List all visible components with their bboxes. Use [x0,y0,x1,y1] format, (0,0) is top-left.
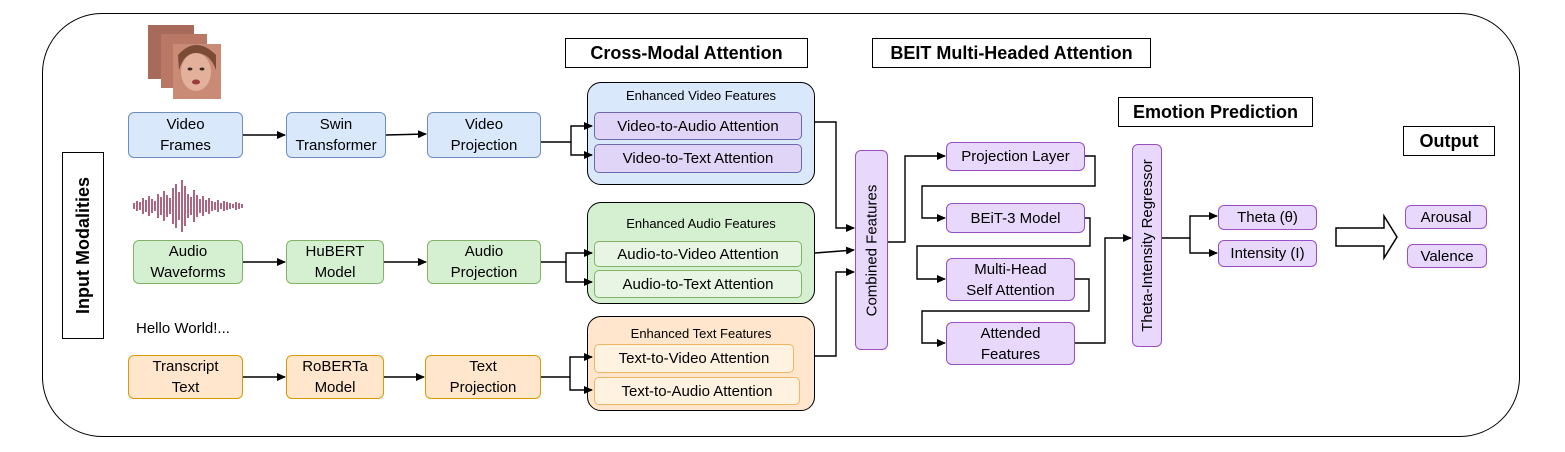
face-photo-stack-icon [148,25,221,99]
hello-world-sample: Hello World!... [136,320,230,337]
arrow-projection-beit3 [921,155,1096,222]
attended-features-box: Attended Features [946,322,1075,365]
theta-intensity-regressor-box: Theta-Intensity Regressor [1132,144,1162,347]
audio-waveforms-label: Audio Waveforms [150,243,226,281]
enhanced-video-features-group: Enhanced Video Features Video-to-Audio A… [587,82,815,185]
intensity-box: Intensity (I) [1218,240,1317,267]
theta-box: Theta (θ) [1218,205,1317,230]
roberta-model-box: RoBERTa Model [286,355,384,399]
video-to-audio-attention: Video-to-Audio Attention [594,112,802,140]
valence-box: Valence [1407,244,1487,268]
arrow-regressor-intensity [1189,238,1218,257]
header-emotion-prediction: Emotion Prediction [1118,97,1313,127]
combined-features-box: Combined Features [855,150,888,350]
header-cross-modal: Cross-Modal Attention [565,38,808,68]
text-to-audio-attention: Text-to-Audio Attention [594,377,800,405]
arrow-mhsa-attended [921,278,1090,347]
arrow-text-combined [815,268,855,357]
roberta-model-label: RoBERTa Model [302,358,368,396]
enhanced-text-features-title: Enhanced Text Features [630,326,772,341]
attended-features-label: Attended Features [980,324,1041,363]
header-beit: BEIT Multi-Headed Attention [872,38,1151,68]
enhanced-audio-features-group: Enhanced Audio Features Audio-to-Video A… [587,202,815,304]
enhanced-video-features-title: Enhanced Video Features [625,88,777,103]
swin-transformer-box: Swin Transformer [286,112,386,158]
multi-head-self-attention-box: Multi-Head Self Attention [946,258,1075,301]
arrow-video-combined [815,121,855,232]
video-projection-box: Video Projection [427,112,541,158]
arrow-text-att1 [541,353,593,378]
arrow-audio-att2 [565,262,593,286]
video-frames-box: Video Frames [128,112,243,158]
hubert-model-box: HuBERT Model [286,240,384,284]
arrow-video-att1 [541,122,593,143]
arrow-text-att2 [569,377,593,394]
arrow-combined-projection [888,152,946,243]
input-modalities-label: Input Modalities [62,152,104,339]
arrow-audio-combined [814,246,855,255]
arrow-attended-regressor [1075,234,1132,344]
text-to-video-attention: Text-to-Video Attention [594,344,794,373]
audio-to-video-attention: Audio-to-Video Attention [594,241,802,267]
arrow-regressor-theta [1162,212,1218,239]
video-projection-label: Video Projection [450,116,518,154]
swin-transformer-label: Swin Transformer [295,116,377,154]
transcript-text-box: Transcript Text [128,355,243,399]
big-output-arrow [1335,213,1398,261]
text-projection-label: Text Projection [449,358,517,396]
audio-waveforms-box: Audio Waveforms [133,240,243,284]
enhanced-audio-features-title: Enhanced Audio Features [626,216,776,231]
beit3-model-box: BEiT-3 Model [946,203,1085,233]
audio-waveform-icon [133,180,243,232]
header-output: Output [1403,126,1495,156]
hubert-model-label: HuBERT Model [305,243,365,281]
arrow-video-2 [385,130,427,139]
diagram-frame [42,13,1520,437]
video-frames-label: Video Frames [160,116,211,154]
enhanced-text-features-group: Enhanced Text Features Text-to-Video Att… [587,316,815,411]
text-projection-box: Text Projection [425,355,541,399]
arrow-audio-att1 [541,249,593,263]
multi-head-self-attention-label: Multi-Head Self Attention [966,260,1055,299]
audio-projection-box: Audio Projection [427,240,541,284]
audio-to-text-attention: Audio-to-Text Attention [594,270,802,298]
projection-layer-box: Projection Layer [946,142,1085,171]
audio-projection-label: Audio Projection [450,243,518,281]
arrow-video-att2 [570,142,593,159]
arrow-beit3-mhsa [916,217,1091,283]
transcript-text-label: Transcript Text [152,358,219,396]
arousal-box: Arousal [1405,205,1487,229]
video-to-text-attention: Video-to-Text Attention [594,144,802,173]
